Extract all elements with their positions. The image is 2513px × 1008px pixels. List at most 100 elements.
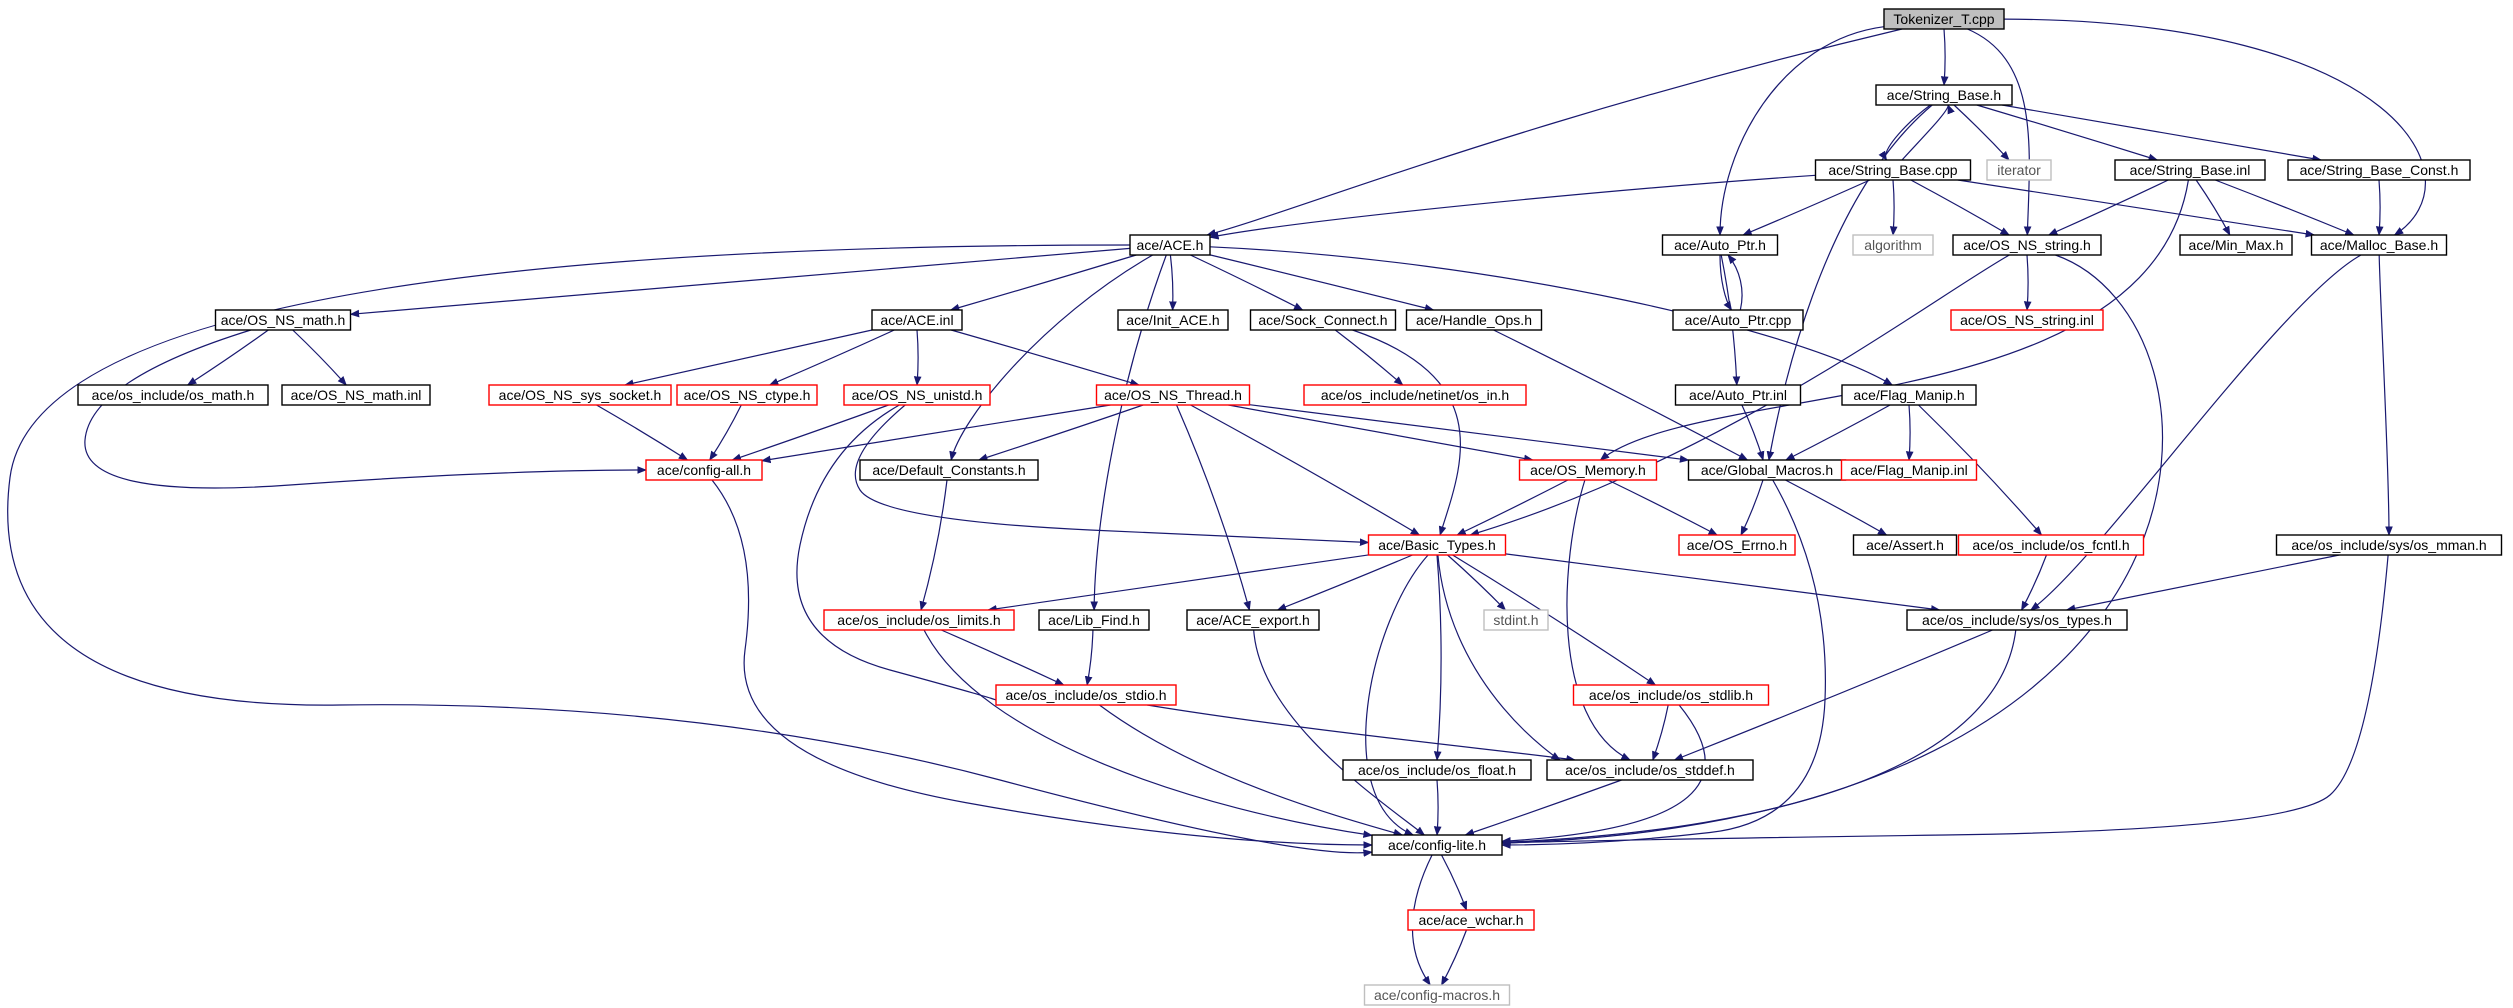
node-basic-types[interactable]: ace/Basic_Types.h xyxy=(1367,534,1507,556)
node-config-macros[interactable]: ace/config-macros.h xyxy=(1363,984,1511,1006)
node-config-all[interactable]: ace/config-all.h xyxy=(645,459,763,481)
node-string-base-cpp[interactable]: ace/String_Base.cpp xyxy=(1814,159,1972,181)
node-os-include-float[interactable]: ace/os_include/os_float.h xyxy=(1342,759,1532,781)
node-label: ace/String_Base.inl xyxy=(2130,162,2251,178)
node-box xyxy=(2275,534,2503,556)
node-box xyxy=(1407,909,1535,931)
node-os-include-sys-types[interactable]: ace/os_include/sys/os_types.h xyxy=(1906,609,2128,631)
node-box xyxy=(823,609,1015,631)
edge-ace_h-to-default_constants xyxy=(949,254,1153,461)
edge-flag_manip_h-to-global_macros xyxy=(1785,404,1891,461)
node-os-ns-ctype[interactable]: ace/OS_NS_ctype.h xyxy=(676,384,818,406)
node-global-macros[interactable]: ace/Global_Macros.h xyxy=(1687,459,1847,481)
node-lib-find[interactable]: ace/Lib_Find.h xyxy=(1038,609,1150,631)
node-box xyxy=(1986,159,2052,181)
edge-os_include_stdio-to-config_lite xyxy=(1099,704,1404,837)
edge-string_base_const-to-malloc_base xyxy=(2375,179,2384,236)
node-malloc-base[interactable]: ace/Malloc_Base.h xyxy=(2310,234,2448,256)
node-string-base-h[interactable]: ace/String_Base.h xyxy=(1875,84,2013,106)
node-os-include-stdlib[interactable]: ace/os_include/os_stdlib.h xyxy=(1572,684,1770,706)
node-os-include-sys-mman[interactable]: ace/os_include/sys/os_mman.h xyxy=(2275,534,2503,556)
node-label: ace/config-all.h xyxy=(657,462,751,478)
edge-os_include_limits-to-config_lite xyxy=(923,629,1373,838)
node-box xyxy=(1840,459,1978,481)
node-label: ace/ACE_export.h xyxy=(1196,612,1310,628)
node-label: ace/Init_ACE.h xyxy=(1126,312,1219,328)
node-box xyxy=(1957,534,2145,556)
node-os-include-netinet-in[interactable]: ace/os_include/netinet/os_in.h xyxy=(1303,384,1527,406)
node-os-ns-sys-socket[interactable]: ace/OS_NS_sys_socket.h xyxy=(488,384,672,406)
edge-config_lite-to-ace_wchar xyxy=(1441,854,1468,911)
node-os-ns-math-h[interactable]: ace/OS_NS_math.h xyxy=(214,309,352,331)
node-label: ace/OS_NS_Thread.h xyxy=(1104,387,1242,403)
edge-basic_types-to-os_include_float xyxy=(1433,554,1442,761)
edge-os_memory-to-basic_types xyxy=(1456,479,1569,536)
node-box xyxy=(1546,759,1754,781)
node-label: ace/String_Base.cpp xyxy=(1828,162,1957,178)
node-os-memory[interactable]: ace/OS_Memory.h xyxy=(1518,459,1658,481)
node-box xyxy=(1661,234,1779,256)
node-auto-ptr-cpp[interactable]: ace/Auto_Ptr.cpp xyxy=(1672,309,1804,331)
edge-global_macros-to-assert_h xyxy=(1785,479,1888,536)
node-ace-export[interactable]: ace/ACE_export.h xyxy=(1186,609,1320,631)
node-assert-h[interactable]: ace/Assert.h xyxy=(1852,534,1958,556)
node-os-include-fcntl[interactable]: ace/os_include/os_fcntl.h xyxy=(1957,534,2145,556)
node-box xyxy=(1117,309,1229,331)
node-sock-connect[interactable]: ace/Sock_Connect.h xyxy=(1249,309,1397,331)
node-box xyxy=(1883,8,2005,30)
edge-ace_wchar-to-config_macros xyxy=(1441,929,1468,986)
edge-os_include_sys_mman-to-os_include_sys_types xyxy=(2065,554,2340,613)
edge-malloc_base-to-os_include_sys_mman xyxy=(2378,254,2393,536)
edge-os_include_stdlib-to-config_lite xyxy=(1501,704,1706,845)
node-flag-manip-inl[interactable]: ace/Flag_Manip.inl xyxy=(1840,459,1978,481)
node-algorithm[interactable]: algorithm xyxy=(1852,234,1934,256)
edge-string_base_h-to-global_macros xyxy=(1766,104,1933,461)
node-auto-ptr-h[interactable]: ace/Auto_Ptr.h xyxy=(1661,234,1779,256)
node-default-constants[interactable]: ace/Default_Constants.h xyxy=(859,459,1039,481)
node-box xyxy=(995,684,1177,706)
node-init-ace[interactable]: ace/Init_ACE.h xyxy=(1117,309,1229,331)
edge-os_memory-to-os_include_stddef xyxy=(1566,479,1631,761)
edge-os_include_fcntl-to-os_include_sys_types xyxy=(2021,554,2048,611)
node-os-ns-thread[interactable]: ace/OS_NS_Thread.h xyxy=(1095,384,1251,406)
node-label: ace/Min_Max.h xyxy=(2189,237,2284,253)
edge-global_macros-to-config_lite xyxy=(1501,479,1826,849)
edge-os_ns_math_h-to-os_include_math xyxy=(186,329,269,386)
node-os-include-stddef[interactable]: ace/os_include/os_stddef.h xyxy=(1546,759,1754,781)
edge-ace_inl-to-os_ns_thread xyxy=(950,329,1140,387)
edge-string_base_h-to-iterator xyxy=(1953,104,2010,161)
node-stdint[interactable]: stdint.h xyxy=(1483,609,1549,631)
edge-tokenizer-to-auto_ptr_h xyxy=(1716,26,1885,236)
node-tokenizer[interactable]: Tokenizer_T.cpp xyxy=(1883,8,2005,30)
node-flag-manip-h[interactable]: ace/Flag_Manip.h xyxy=(1841,384,1977,406)
node-os-ns-unistd[interactable]: ace/OS_NS_unistd.h xyxy=(843,384,991,406)
node-ace-wchar[interactable]: ace/ace_wchar.h xyxy=(1407,909,1535,931)
node-os-errno[interactable]: ace/OS_Errno.h xyxy=(1678,534,1796,556)
node-auto-ptr-inl[interactable]: ace/Auto_Ptr.inl xyxy=(1674,384,1802,406)
edge-layer xyxy=(7,18,2426,986)
node-os-ns-string-h[interactable]: ace/OS_NS_string.h xyxy=(1952,234,2102,256)
node-config-lite[interactable]: ace/config-lite.h xyxy=(1371,834,1503,856)
node-os-ns-string-inl[interactable]: ace/OS_NS_string.inl xyxy=(1950,309,2104,331)
node-label: ace/os_include/os_float.h xyxy=(1358,762,1516,778)
node-label: ace/ACE.h xyxy=(1137,237,1204,253)
node-os-include-math[interactable]: ace/os_include/os_math.h xyxy=(77,384,269,406)
node-box xyxy=(645,459,763,481)
node-handle-ops[interactable]: ace/Handle_Ops.h xyxy=(1405,309,1543,331)
node-min-max[interactable]: ace/Min_Max.h xyxy=(2179,234,2293,256)
node-os-include-limits[interactable]: ace/os_include/os_limits.h xyxy=(823,609,1015,631)
node-box xyxy=(1852,234,1934,256)
node-ace-h[interactable]: ace/ACE.h xyxy=(1129,234,1211,256)
node-iterator[interactable]: iterator xyxy=(1986,159,2052,181)
node-os-ns-math-inl[interactable]: ace/OS_NS_math.inl xyxy=(281,384,431,406)
node-box xyxy=(1906,609,2128,631)
node-string-base-const[interactable]: ace/String_Base_Const.h xyxy=(2287,159,2471,181)
node-string-base-inl[interactable]: ace/String_Base.inl xyxy=(2114,159,2266,181)
node-ace-inl[interactable]: ace/ACE.inl xyxy=(871,309,963,331)
edge-os_ns_string_h-to-os_ns_string_inl xyxy=(2023,254,2032,311)
node-os-include-stdio[interactable]: ace/os_include/os_stdio.h xyxy=(995,684,1177,706)
node-box xyxy=(1672,309,1804,331)
node-label: ace/Auto_Ptr.inl xyxy=(1689,387,1787,403)
edge-os_include_limits-to-os_include_stdio xyxy=(941,629,1065,686)
edge-ace_h-to-lib_find xyxy=(1090,254,1167,611)
